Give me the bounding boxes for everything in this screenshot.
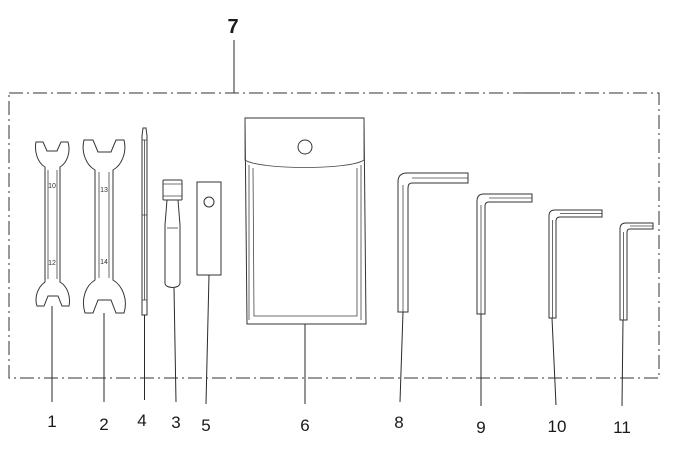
hex-key-8 — [397, 172, 469, 313]
socket-wrench — [162, 179, 183, 288]
label-5: 5 — [201, 416, 210, 435]
wrench-1-size-bottom: 12 — [48, 260, 56, 267]
label-2: 2 — [99, 415, 108, 434]
wrench-2-size-top: 13 — [100, 187, 108, 194]
label-11: 11 — [613, 418, 631, 437]
kit-frame — [8, 92, 660, 379]
open-end-wrench-1: 10 12 — [35, 141, 70, 307]
label-8: 8 — [394, 413, 403, 432]
hex-key-10 — [548, 209, 603, 319]
label-3: 3 — [171, 413, 180, 432]
label-10: 10 — [548, 417, 567, 436]
label-1: 1 — [47, 412, 56, 431]
screwdriver — [141, 127, 148, 316]
wrench-1-size-top: 10 — [48, 183, 56, 190]
label-4: 4 — [137, 411, 146, 430]
flat-plate — [196, 181, 222, 276]
label-6: 6 — [300, 416, 309, 435]
label-9: 9 — [476, 418, 485, 437]
tool-pouch — [244, 117, 367, 325]
open-end-wrench-2: 13 14 — [82, 139, 126, 314]
hex-key-9 — [476, 193, 533, 315]
label-kit: 7 — [227, 16, 238, 38]
hex-key-11 — [619, 222, 654, 321]
wrench-2-size-bottom: 14 — [100, 259, 108, 266]
